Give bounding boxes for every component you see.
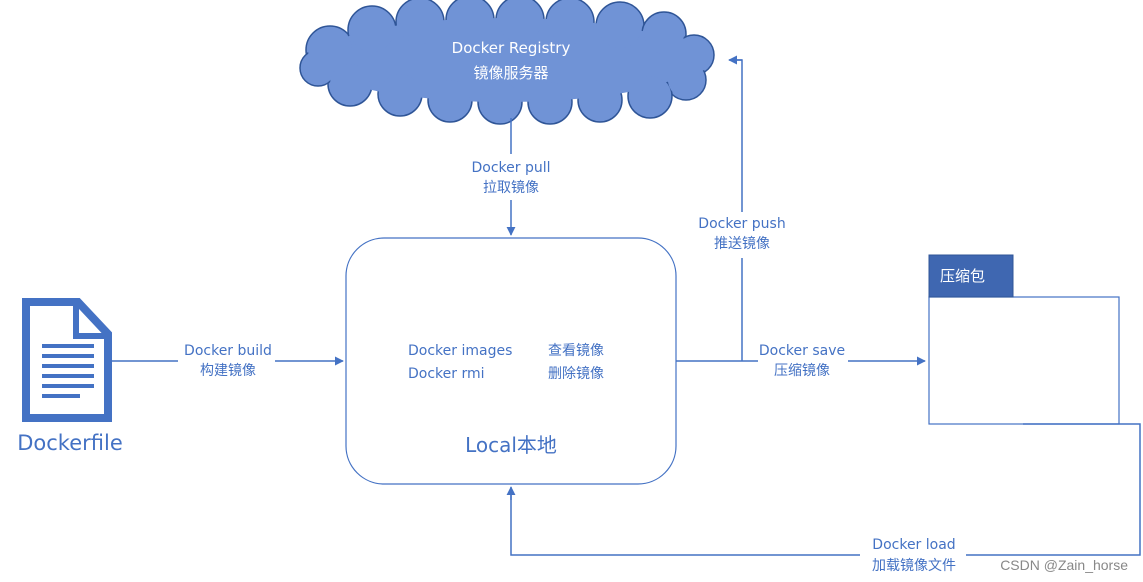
- local-title: Local本地: [465, 433, 557, 457]
- push-connector: Docker push 推送镜像: [698, 55, 786, 361]
- local-images-command: Docker images: [408, 343, 512, 359]
- pull-label-zh: 拉取镜像: [483, 180, 539, 196]
- dockerfile-node: Dockerfile: [17, 298, 123, 455]
- load-label-zh: 加载镜像文件: [872, 558, 956, 574]
- registry-cloud: Docker Registry 镜像服务器: [299, 0, 715, 125]
- build-label-zh: 构建镜像: [200, 363, 256, 379]
- registry-subtitle: 镜像服务器: [473, 64, 548, 82]
- pull-label-en: Docker pull: [471, 160, 550, 176]
- save-label-zh: 压缩镜像: [774, 363, 830, 379]
- pull-connector: Docker pull 拉取镜像: [471, 118, 551, 236]
- push-label-en: Docker push: [698, 216, 785, 232]
- document-icon: [22, 298, 112, 422]
- build-connector: Docker build 构建镜像: [110, 343, 344, 379]
- registry-title: Docker Registry: [452, 39, 571, 57]
- local-rmi-desc: 删除镜像: [548, 366, 604, 382]
- watermark: CSDN @Zain_horse: [1000, 557, 1128, 573]
- package-tab-label: 压缩包: [940, 267, 985, 285]
- push-label-zh: 推送镜像: [714, 236, 770, 252]
- folder-icon: [928, 254, 1120, 425]
- local-box: Docker images 查看镜像 Docker rmi 删除镜像 Local…: [345, 237, 677, 485]
- load-connector: Docker load 加载镜像文件: [506, 423, 1141, 574]
- load-label-en: Docker load: [872, 537, 955, 553]
- local-rmi-command: Docker rmi: [408, 366, 485, 382]
- package-node: 压缩包: [928, 254, 1120, 425]
- build-label-en: Docker build: [184, 343, 272, 359]
- save-connector: Docker save 压缩镜像: [676, 343, 926, 379]
- local-images-desc: 查看镜像: [548, 343, 604, 359]
- cloud-fill-body: [302, 0, 712, 122]
- dockerfile-label: Dockerfile: [17, 431, 123, 455]
- save-label-en: Docker save: [759, 343, 845, 359]
